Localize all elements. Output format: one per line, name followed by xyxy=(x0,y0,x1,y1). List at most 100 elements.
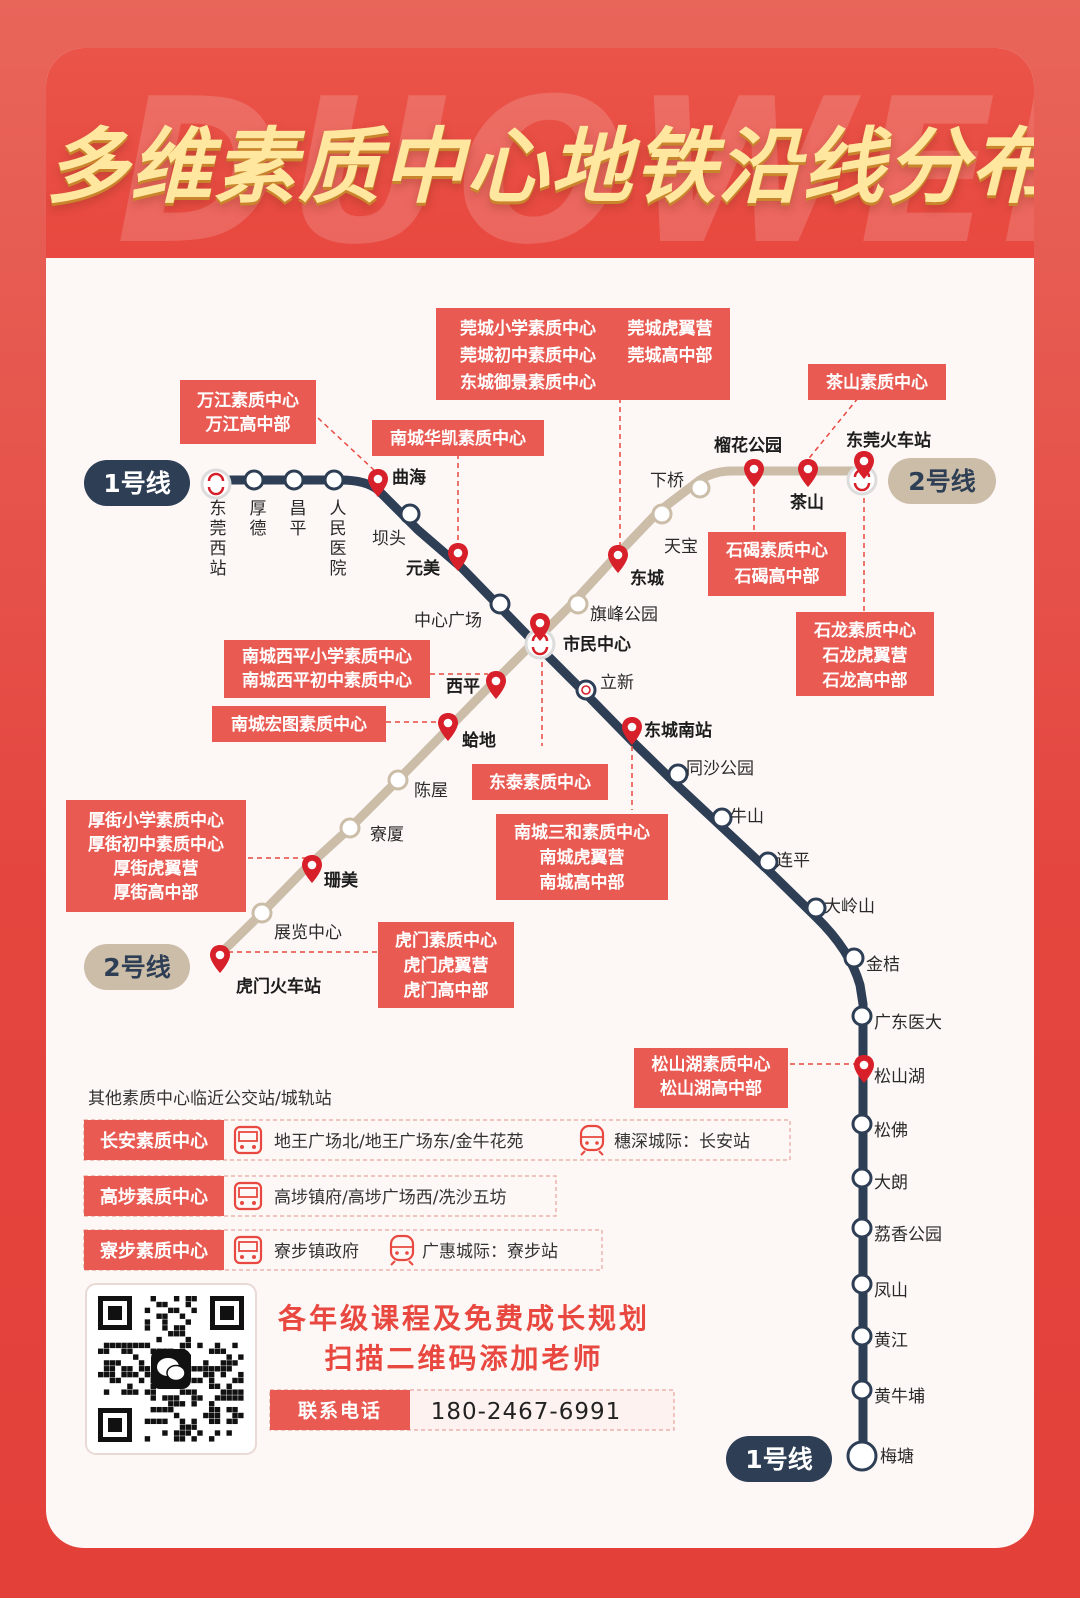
svg-text:万江素质中心万江高中部: 万江素质中心万江高中部 xyxy=(196,390,299,435)
station-lixin: 立新 xyxy=(600,673,634,693)
svg-text:厚街小学素质中心厚街初中素质中心厚街虎翼营厚街高中部: 厚街小学素质中心厚街初中素质中心厚街虎翼营厚街高中部 xyxy=(88,810,224,903)
bus-icon xyxy=(233,1181,263,1211)
other-row-liaobu: 寮步素质中心 寮步镇政府 广惠城际：寮步站 xyxy=(83,1229,603,1271)
svg-text:莞城虎翼营莞城高中部: 莞城虎翼营莞城高中部 xyxy=(628,318,713,366)
station-renmin: 人民医院 xyxy=(330,499,347,579)
station-dot xyxy=(851,1379,873,1401)
train-icon xyxy=(579,1124,605,1156)
station-dot xyxy=(283,469,305,491)
station-lixiang: 荔香公园 xyxy=(874,1225,942,1245)
station-dalang: 大朗 xyxy=(874,1173,908,1193)
pin-icon-songshanhu xyxy=(854,1055,874,1083)
header-watermark: DUOWEI xyxy=(116,56,1034,289)
center-boxes: 万江素质中心万江高中部 南城华凯素质中心 莞城小学素质中心莞城初中素质中心东城御… xyxy=(66,308,946,1108)
station-dot-meitang xyxy=(846,1440,878,1472)
station-dot xyxy=(323,469,345,491)
line-tag-2-right: 2号线 xyxy=(888,458,996,504)
station-dot xyxy=(851,1167,873,1189)
pin-icon-shanmei xyxy=(302,855,322,883)
other-heading: 其他素质中心临近公交站/城轨站 xyxy=(88,1089,332,1109)
station-dot xyxy=(843,947,865,969)
station-meitang: 梅塘 xyxy=(880,1447,914,1467)
station-gdyd: 广东医大 xyxy=(874,1013,942,1033)
other-row-gaobu: 高埗素质中心 高埗镇府/高埗广场西/冼沙五坊 xyxy=(83,1175,557,1217)
transfer-icon-lixin xyxy=(575,679,597,701)
page-title: 多维素质中心地铁沿线分布图 xyxy=(46,120,1034,215)
station-changping: 昌平 xyxy=(290,499,307,539)
promo-line2: 扫描二维码添加老师 xyxy=(324,1342,603,1375)
center-box-guancheng: 莞城小学素质中心莞城初中素质中心东城御景素质中心 莞城虎翼营莞城高中部 xyxy=(436,308,730,400)
station-quhai: 曲海 xyxy=(392,467,426,488)
svg-text:莞城小学素质中心莞城初中素质中心东城御景素质中心: 莞城小学素质中心莞城初中素质中心东城御景素质中心 xyxy=(460,318,596,393)
station-dot xyxy=(567,593,589,615)
station-songfo: 松佛 xyxy=(874,1121,908,1141)
center-box-wanjiang: 万江素质中心万江高中部 xyxy=(180,380,316,444)
svg-text:广惠城际：寮步站: 广惠城际：寮步站 xyxy=(422,1242,558,1262)
station-dot xyxy=(489,593,511,615)
svg-text:1号线: 1号线 xyxy=(745,1445,812,1474)
station-huangjiang: 黄江 xyxy=(874,1331,908,1351)
station-labels: 东莞西站 厚德 昌平 人民医院 曲海 坝头 元美 中心广场 市民中心 立新 东城… xyxy=(210,430,943,1467)
line-tag-2-left: 2号线 xyxy=(84,944,190,990)
station-dot xyxy=(757,851,779,873)
center-box-chashan: 茶山素质中心 xyxy=(808,364,946,400)
pin-icon-dongcheng xyxy=(608,545,628,573)
svg-text:高埗镇府/高埗广场西/冼沙五坊: 高埗镇府/高埗广场西/冼沙五坊 xyxy=(274,1188,506,1208)
station-liuhua: 榴花公园 xyxy=(714,435,782,456)
station-fengshan: 凤山 xyxy=(874,1281,908,1301)
svg-text:寮步素质中心: 寮步素质中心 xyxy=(99,1240,208,1262)
header-banner: DUOWEI 多维素质中心地铁沿线分布图 xyxy=(46,48,1034,289)
phone-label: 联系电话 xyxy=(298,1399,382,1422)
center-box-songshanhu: 松山湖素质中心松山湖高中部 xyxy=(634,1048,788,1108)
station-yuanmei: 元美 xyxy=(406,558,441,579)
svg-text:石碣素质中心石碣高中部: 石碣素质中心石碣高中部 xyxy=(725,540,828,587)
svg-text:高埗素质中心: 高埗素质中心 xyxy=(100,1186,208,1208)
pin-icon-xiping xyxy=(486,671,506,699)
station-houde: 厚德 xyxy=(250,499,267,539)
promo-line1: 各年级课程及免费成长规划 xyxy=(277,1302,650,1335)
svg-text:南城宏图素质中心: 南城宏图素质中心 xyxy=(231,714,367,735)
svg-text:寮步镇政府: 寮步镇政府 xyxy=(274,1242,359,1262)
station-dot xyxy=(339,817,361,839)
center-box-nchuakai: 南城华凯素质中心 xyxy=(372,420,544,456)
station-zhanlan: 展览中心 xyxy=(274,923,342,943)
station-dongguanxi: 东莞西站 xyxy=(210,499,227,579)
line-tag-1-left: 1号线 xyxy=(84,460,190,506)
station-hnp: 黄牛埔 xyxy=(874,1387,925,1407)
svg-text:长安素质中心: 长安素质中心 xyxy=(100,1130,208,1152)
svg-text:南城华凯素质中心: 南城华凯素质中心 xyxy=(390,428,526,449)
svg-text:松山湖素质中心松山湖高中部: 松山湖素质中心松山湖高中部 xyxy=(652,1054,771,1099)
station-jingui: 金桔 xyxy=(866,955,900,975)
station-lianping: 连平 xyxy=(776,851,810,871)
pin-icon-liuhua xyxy=(744,459,764,487)
svg-text:虎门素质中心虎门虎翼营虎门高中部: 虎门素质中心虎门虎翼营虎门高中部 xyxy=(395,930,497,1001)
station-dot xyxy=(243,469,265,491)
dashed-connectors xyxy=(228,397,865,1065)
station-shimin: 市民中心 xyxy=(563,634,631,655)
station-chenwu: 陈屋 xyxy=(414,781,448,801)
station-dot xyxy=(251,902,273,924)
wechat-icon xyxy=(151,1349,191,1389)
station-dongcheng: 东城 xyxy=(630,568,664,589)
qr-code xyxy=(85,1283,257,1455)
center-box-ncxiping: 南城西平小学素质中心南城西平初中素质中心 xyxy=(224,640,430,698)
svg-text:地王广场北/地王广场东/金牛花苑: 地王广场北/地王广场东/金牛花苑 xyxy=(274,1132,523,1152)
svg-text:东泰素质中心: 东泰素质中心 xyxy=(489,772,591,793)
center-box-nchongtu: 南城宏图素质中心 xyxy=(212,706,386,742)
svg-text:石龙素质中心石龙虎翼营石龙高中部: 石龙素质中心石龙虎翼营石龙高中部 xyxy=(813,620,916,691)
center-box-shijie: 石碣素质中心石碣高中部 xyxy=(708,532,846,596)
station-tianbao: 天宝 xyxy=(664,537,698,557)
pin-icon-dcnan xyxy=(622,717,642,745)
svg-text:茶山素质中心: 茶山素质中心 xyxy=(826,372,928,393)
svg-text:1号线: 1号线 xyxy=(103,469,170,498)
station-daling: 大岭山 xyxy=(824,897,875,917)
station-songshanhu: 松山湖 xyxy=(874,1067,925,1087)
station-shanmei: 珊美 xyxy=(324,870,359,891)
station-dot xyxy=(805,897,827,919)
station-batou: 坝头 xyxy=(372,529,406,549)
center-box-dongtai: 东泰素质中心 xyxy=(472,764,608,800)
station-niushan: 牛山 xyxy=(730,807,764,827)
station-dot xyxy=(851,1217,873,1239)
phone-number: 180-2467-6991 xyxy=(431,1399,622,1425)
